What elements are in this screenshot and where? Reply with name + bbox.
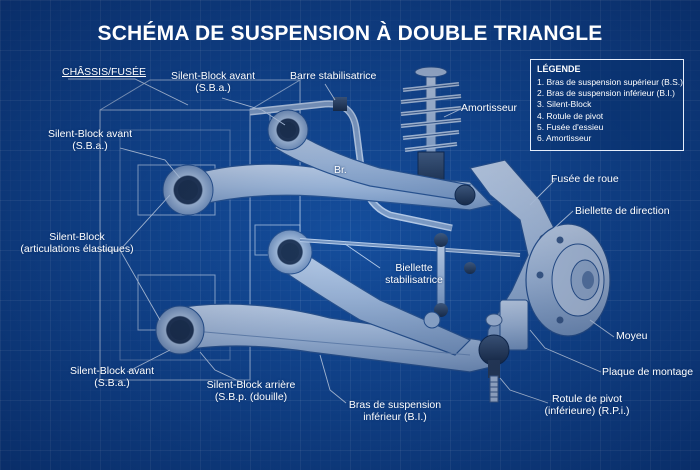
label-line: Silent-Block avant [170, 70, 256, 82]
legend-item: 2. Bras de suspension inférieur (B.I.) [537, 88, 675, 99]
label-rotule-de-pivot: Rotule de pivot (inférieure) (R.P.i.) [532, 393, 642, 417]
label-plaque-de-montage: Plaque de montage [602, 366, 694, 378]
label-silent-block-avant-top: Silent-Block avant (S.B.a.) [158, 70, 268, 94]
label-amortisseur: Amortisseur [461, 102, 518, 114]
label-line: stabilisatrice [385, 274, 443, 286]
label-moyeu: Moyeu [616, 330, 648, 342]
label-br: Br. [334, 164, 347, 176]
label-biellette-de-direction: Biellette de direction [575, 205, 670, 217]
label-line: Biellette [395, 262, 433, 274]
legend-heading: LÉGENDE [537, 64, 581, 74]
label-chassis: CHÂSSIS/FUSÉE [62, 66, 147, 78]
legend-box: LÉGENDE 1. Bras de suspension supérieur … [530, 59, 684, 151]
label-line: Bras de suspension [348, 399, 442, 411]
legend-item: 3. Silent-Block [537, 99, 592, 110]
label-fusee-de-roue: Fusée de roue [551, 173, 619, 185]
stabilizer-bar [249, 97, 453, 232]
label-silent-block-articulations: Silent-Block (articulations élastiques) [12, 231, 142, 255]
label-bras-de-suspension-inferieur: Bras de suspension inférieur (B.I.) [345, 399, 445, 423]
legend-item: 5. Fusée d'essieu [537, 121, 604, 132]
label-silent-block-avant-bottom: Silent-Block avant (S.B.a.) [58, 365, 166, 389]
label-line: inférieur (B.I.) [363, 411, 427, 423]
label-line: Silent-Block [49, 231, 105, 243]
tie-rod [299, 238, 521, 274]
label-silent-block-avant-left: Silent-Block avant (S.B.a.) [40, 128, 140, 152]
label-line: (inférieure) (R.P.i.) [544, 405, 630, 417]
wheel-hub [525, 223, 611, 337]
label-line: (S.B.a.) [195, 82, 231, 94]
label-line: Silent-Block avant [47, 128, 133, 140]
label-line: Silent-Block avant [69, 365, 155, 377]
label-barre-stabilisatrice: Barre stabilisatrice [290, 70, 377, 82]
lower-control-arm [155, 229, 502, 373]
label-biellette-stabilisatrice: Biellette stabilisatrice [374, 262, 454, 286]
label-line: (S.B.a.) [94, 377, 130, 389]
page-title: SCHÉMA DE SUSPENSION À DOUBLE TRIANGLE [97, 22, 603, 45]
label-line: (S.B.a.) [72, 140, 108, 152]
upper-control-arm [162, 109, 494, 216]
label-line: (articulations élastiques) [20, 243, 134, 255]
shock-absorber [400, 66, 462, 189]
leader-lines [68, 78, 615, 404]
legend-item: 4. Rotule de pivot [537, 110, 604, 121]
label-silent-block-arriere: Silent-Block arrière (S.B.p. (douille) [196, 379, 306, 403]
label-line: Silent-Block arrière [206, 379, 296, 391]
label-line: (S.B.p. (douille) [214, 391, 288, 403]
stabilizer-link [423, 233, 448, 329]
label-line: Rotule de pivot [551, 393, 623, 405]
legend-item: 6. Amortisseur [537, 133, 592, 144]
legend-item: 1. Bras de suspension supérieur (B.S.) [537, 77, 683, 87]
lower-ball-joint [478, 313, 510, 403]
